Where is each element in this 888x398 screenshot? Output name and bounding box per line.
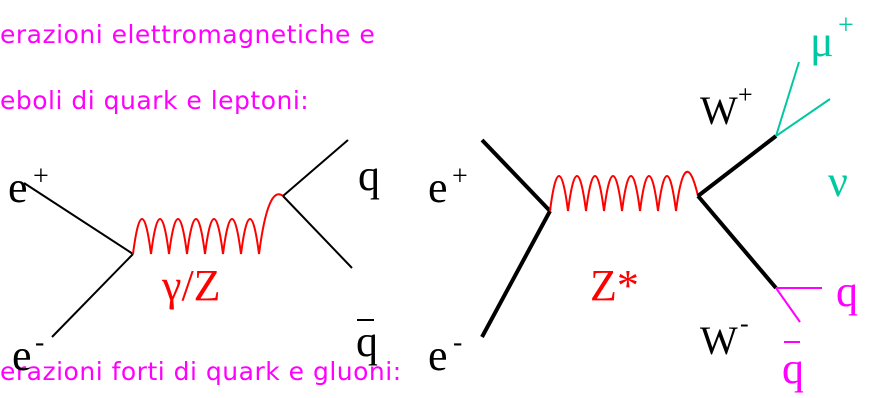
- antiquark-decay-label: q: [782, 344, 804, 393]
- antiquark-line: [282, 195, 353, 269]
- w-plus-label: W: [700, 88, 738, 133]
- muon-charge: +: [838, 10, 854, 41]
- caption-electroweak-line2: eboli di quark e leptoni:: [0, 86, 310, 115]
- antiquark-label: q: [356, 317, 378, 366]
- w-minus-line: [696, 194, 778, 290]
- positron-label-right: e: [428, 163, 448, 212]
- electron-label: e: [12, 331, 32, 380]
- photon-z-propagator: [132, 193, 284, 255]
- diagram-right: e + e - Z* W + W - μ + ν q q: [428, 10, 858, 393]
- muon-label: μ: [810, 17, 834, 66]
- positron-line-right: [480, 138, 552, 213]
- z-star-label: Z*: [590, 261, 639, 310]
- w-plus-line: [696, 134, 778, 198]
- antiquark-decay-line: [775, 287, 801, 323]
- w-minus-charge: -: [740, 309, 749, 338]
- w-minus-label: W: [700, 318, 738, 363]
- z-star-propagator: [549, 171, 699, 212]
- diagram-left: e + e - γ/Z q q: [8, 139, 380, 380]
- positron-charge: +: [33, 161, 49, 192]
- w-plus-charge: +: [738, 80, 753, 109]
- caption-electroweak-line1: erazioni elettromagnetiche e: [0, 20, 376, 49]
- muon-line: [775, 61, 800, 137]
- quark-line: [282, 139, 349, 197]
- electron-label-right: e: [428, 331, 448, 380]
- caption-strong: erazioni forti di quark e gluoni:: [0, 357, 402, 386]
- quark-decay-label: q: [836, 267, 858, 316]
- electron-charge: -: [35, 327, 44, 358]
- electron-charge-right: -: [453, 327, 462, 358]
- electron-line-right: [480, 210, 552, 338]
- neutrino-label: ν: [828, 157, 848, 206]
- neutrino-line: [775, 98, 831, 137]
- positron-charge-right: +: [452, 161, 468, 192]
- propagator-label: γ/Z: [161, 261, 221, 310]
- positron-line: [23, 182, 134, 255]
- quark-label: q: [358, 151, 380, 200]
- electron-line: [51, 253, 134, 338]
- positron-label: e: [8, 163, 28, 212]
